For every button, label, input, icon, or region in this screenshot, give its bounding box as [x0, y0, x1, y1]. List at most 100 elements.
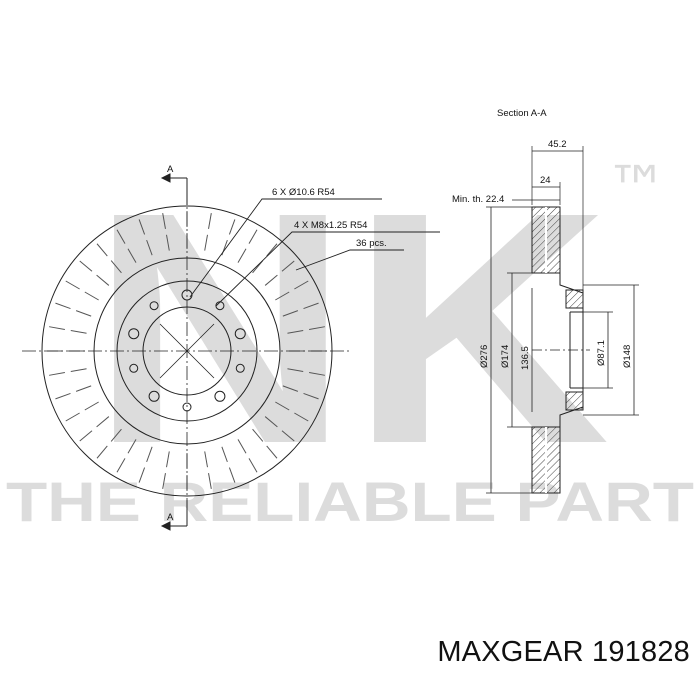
bolt-hole — [149, 301, 159, 311]
callout-bolt-holes: 6 X Ø10.6 R54 — [272, 187, 335, 198]
vent-slot — [96, 416, 110, 428]
dim-hub-diameter: Ø148 — [622, 345, 633, 368]
vent-slot — [166, 234, 170, 251]
vent-slot — [266, 243, 278, 257]
dim-outer-diameter: Ø276 — [479, 345, 490, 368]
vent-slot — [146, 239, 153, 256]
vent-slot — [208, 473, 212, 489]
leader-threaded-holes — [215, 231, 440, 307]
vent-slot — [309, 372, 325, 376]
watermark-slogan: THE RELIABLE PART — [6, 470, 694, 533]
vent-slot — [204, 451, 208, 468]
watermark: NK ™ THE RELIABLE PART — [6, 143, 694, 533]
callout-vents: 36 pcs. — [356, 238, 387, 249]
vent-slot — [146, 446, 153, 463]
vent-slot — [162, 213, 166, 229]
front-view: A A — [22, 164, 440, 531]
vent-slot — [237, 439, 247, 454]
vent-slot — [281, 430, 295, 442]
section-title: Section A-A — [497, 108, 547, 119]
bolt-hole — [148, 390, 160, 402]
vent-slot — [287, 368, 304, 372]
vent-slot — [75, 310, 92, 317]
vent-slot — [127, 439, 137, 454]
bolt-hole — [128, 328, 140, 340]
vent-slot — [166, 451, 170, 468]
vent-slot — [264, 274, 278, 286]
vent-slot — [116, 229, 126, 244]
vent-slot — [116, 458, 126, 473]
leader-bolt-holes — [189, 198, 382, 298]
footer-part-label: MAXGEAR 191828 — [437, 636, 690, 669]
vent-slot — [221, 446, 228, 463]
vent-slot — [110, 428, 122, 442]
vent-slot — [162, 473, 166, 489]
vent-slot — [282, 385, 299, 392]
bolt-hole — [235, 363, 245, 373]
watermark-trademark: ™ — [606, 152, 668, 225]
section-view: Section A-A 45.2 24 Min. th. 22.4 Ø276 — [452, 108, 639, 494]
vent-slot — [75, 385, 92, 392]
bolt-holes — [128, 289, 246, 412]
vent-slot — [49, 372, 65, 376]
vent-slot — [248, 458, 258, 473]
vent-slot — [252, 428, 264, 442]
vent-slot — [309, 326, 325, 330]
vent-slot — [275, 401, 290, 411]
dim-total-thickness: 45.2 — [548, 139, 567, 150]
section-marker-top-head — [160, 173, 171, 183]
vent-slot — [303, 392, 319, 400]
vent-slot — [127, 248, 137, 263]
dim-min-thickness: Min. th. 22.4 — [452, 194, 504, 205]
vent-slot — [110, 260, 122, 274]
leader-vents — [295, 249, 404, 271]
vent-slot — [228, 467, 236, 483]
vent-slot — [294, 280, 309, 290]
vent-slot — [79, 260, 93, 272]
bolt-hole — [234, 328, 246, 340]
vent-slot — [281, 260, 295, 272]
vent-slot — [55, 392, 71, 400]
bolt-hole — [214, 390, 226, 402]
vent-slot — [65, 412, 80, 422]
vent-slot — [282, 310, 299, 317]
vent-slot — [55, 302, 71, 310]
bolt-hole — [129, 363, 139, 373]
vent-slot — [70, 368, 87, 372]
vent-slot — [96, 445, 108, 459]
vent-slot — [287, 330, 304, 334]
vent-slot — [70, 330, 87, 334]
section-marker-top-label: A — [167, 164, 174, 175]
vent-slot — [248, 229, 258, 244]
vent-slot — [228, 219, 236, 235]
vent-slot — [294, 412, 309, 422]
vent-slot — [266, 445, 278, 459]
vent-slot — [49, 326, 65, 330]
vent-slot — [138, 467, 146, 483]
callout-threaded-holes: 4 X M8x1.25 R54 — [294, 220, 367, 231]
vent-slot — [84, 401, 99, 411]
ventilation-slots — [47, 211, 327, 491]
vent-slot — [79, 430, 93, 442]
dim-hat-height: 136.5 — [520, 346, 531, 370]
vent-slot — [275, 291, 290, 301]
section-marker-bottom-label: A — [167, 512, 174, 523]
section-marker-bottom-head — [160, 521, 171, 531]
vent-slot — [96, 243, 108, 257]
vent-slot — [264, 416, 278, 428]
hat-wall-lower — [565, 391, 584, 411]
vent-slot — [237, 248, 247, 263]
dim-disc-thickness: 24 — [540, 175, 551, 186]
center-line-diagonal-2 — [159, 323, 215, 379]
hat-wall-upper — [565, 289, 584, 309]
vent-slot — [65, 280, 80, 290]
watermark-logo: NK — [90, 143, 610, 512]
brand-name: MAXGEAR — [437, 636, 584, 668]
part-number: 191828 — [592, 636, 690, 668]
vent-slot — [138, 219, 146, 235]
dim-center-bore: Ø87.1 — [596, 340, 607, 366]
vent-slot — [208, 213, 212, 229]
vent-slot — [303, 302, 319, 310]
vent-slot — [204, 234, 208, 251]
